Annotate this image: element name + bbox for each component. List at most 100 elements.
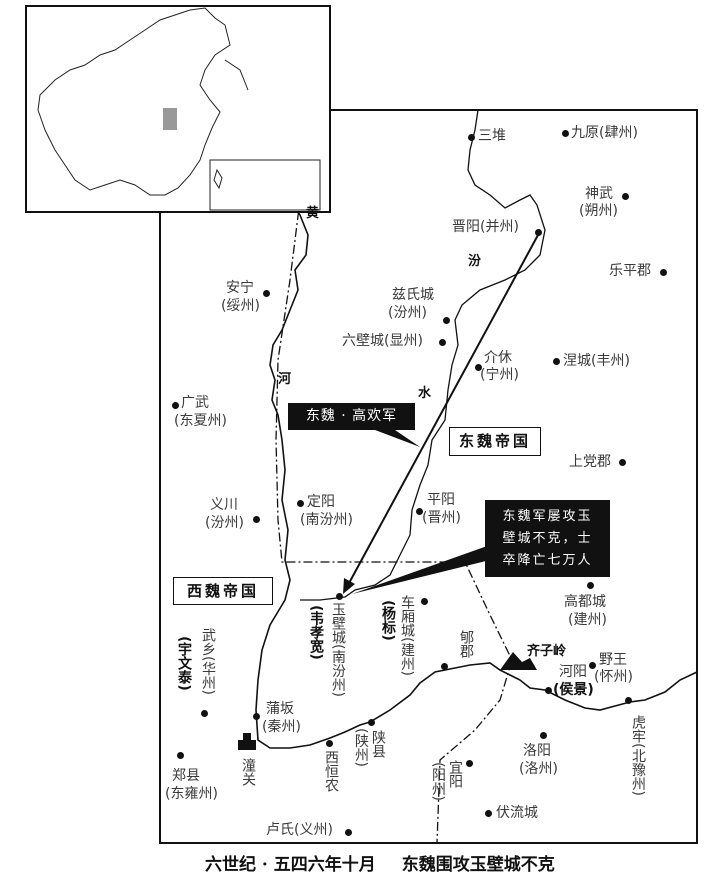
attack-arrow (347, 234, 539, 586)
place-yewang: 野王 (599, 652, 627, 668)
place-shangdang: 上党郡 (569, 454, 611, 470)
place-heyang: 河阳 (559, 664, 587, 680)
city-dot (421, 598, 428, 605)
place-jiexiu: 介休 (484, 350, 512, 366)
city-dot (336, 593, 343, 600)
place-anning-alt: (绥州) (221, 298, 260, 314)
city-dot (619, 459, 626, 466)
inset-south-sea-box (209, 159, 321, 211)
place-sandui: 三堆 (478, 128, 506, 144)
mountain-icon (500, 652, 537, 670)
army-callout-pointer (375, 430, 420, 447)
city-dot (660, 269, 667, 276)
place-gaodu-alt: (建州) (568, 612, 607, 628)
city-dot (416, 508, 423, 515)
place-cishi-alt: (汾州) (388, 305, 427, 321)
city-dot (468, 134, 475, 141)
city-dot (253, 713, 260, 720)
city-dot (345, 829, 352, 836)
caption-date: 六世纪 · 五四六年十月 (205, 855, 376, 875)
city-dot (441, 663, 448, 670)
river-label-fen: 汾 (468, 254, 482, 269)
inset-coast (224, 59, 249, 91)
place-luoyang: 洛阳 (523, 743, 551, 759)
commander-hou-jing: (侯景) (553, 682, 594, 698)
place-puban: 蒲坂 (266, 701, 294, 717)
place-fuliu: 伏流城 (496, 805, 538, 821)
yellow-river (255, 109, 698, 749)
city-dot (326, 740, 333, 747)
inset-taiwan (213, 168, 223, 190)
commander-yuwen-tai: (宇文泰) (176, 636, 192, 691)
place-wuxiang: 武乡(华州) (200, 628, 216, 695)
city-dot (535, 229, 542, 236)
place-shanxian: 陕县 (370, 730, 386, 758)
place-leping: 乐平郡 (609, 263, 651, 279)
city-dot (263, 290, 270, 297)
place-luoyang-alt: (洛州) (519, 761, 558, 777)
place-hulao: 虎牢(北豫州) (630, 715, 646, 796)
inset-china-outline (37, 7, 231, 196)
place-jiuyuan: 九原(肆州) (571, 125, 638, 141)
border-line (275, 109, 513, 844)
city-dot (466, 760, 473, 767)
caption-title: 东魏围攻玉壁城不克 (401, 855, 555, 875)
region-label-east-wei: 东魏帝国 (449, 427, 541, 456)
note-line: 壁城不克，士 (502, 531, 593, 546)
place-pingyang-alt: (晋州) (422, 510, 461, 526)
place-niecheng: 涅城(丰州) (563, 353, 630, 369)
place-dingyang-alt: (南汾州) (300, 512, 353, 528)
place-lushi: 卢氏(义州) (266, 822, 333, 838)
city-dot (439, 339, 446, 346)
river-label-he: 河 (278, 372, 292, 387)
place-zhengxian-alt: (东雍州) (165, 786, 218, 802)
city-dot (177, 752, 184, 759)
region-label-west-wei: 西魏帝国 (173, 577, 273, 605)
place-anning: 安宁 (226, 280, 254, 296)
commander-yang-biao: (杨标) (380, 600, 396, 641)
place-cishi: 兹氏城 (392, 287, 434, 303)
place-jinyang: 晋阳(并州) (452, 219, 519, 235)
city-dot (172, 402, 179, 409)
city-dot (545, 687, 552, 694)
place-yubi: 玉壁城(南汾州) (330, 602, 346, 697)
place-liubi: 六壁城(显州) (342, 333, 423, 349)
city-dot (622, 193, 629, 200)
fen-river (300, 109, 546, 601)
place-yewang-alt: (怀州) (594, 669, 633, 685)
inset-highlight-area (163, 108, 177, 130)
note-line: 东魏军屡攻玉 (502, 509, 593, 524)
place-shanxian-alt: (陕州) (353, 728, 369, 767)
place-xihengnong: 西恒农 (323, 750, 339, 792)
place-jiexiu-alt: (宁州) (480, 367, 519, 383)
city-dot (562, 130, 569, 137)
commander-wei-xiaokuan: (韦孝宽) (308, 605, 324, 660)
city-dot (475, 364, 482, 371)
place-zhengxian: 郑县 (172, 768, 200, 784)
place-dingyang: 定阳 (307, 494, 335, 510)
army-callout: 东魏 · 高欢军 (288, 403, 415, 430)
city-dot (253, 516, 260, 523)
city-dot (485, 810, 492, 817)
place-shenwu: 神武 (585, 186, 613, 202)
map-caption: 六世纪 · 五四六年十月 东魏围攻玉壁城不克 (205, 850, 555, 875)
city-dot (587, 582, 594, 589)
place-yichuan: 义川 (210, 497, 238, 513)
city-dot (297, 500, 304, 507)
place-puban-alt: (秦州) (262, 719, 301, 735)
arrowhead-icon (343, 578, 355, 594)
inset-map-frame (25, 5, 331, 213)
place-shenwu-alt: (朔州) (579, 203, 618, 219)
place-gaodu: 高都城 (564, 594, 606, 610)
place-yiyang: 宜阳 (447, 760, 463, 788)
place-chexiang: 车厢城(建州) (399, 595, 415, 676)
place-guangwu: 广武 (181, 395, 209, 411)
city-dot (201, 710, 208, 717)
map-frame (159, 109, 698, 844)
place-guangwu-alt: (东夏州) (174, 413, 227, 429)
city-dot (540, 732, 547, 739)
city-dot (625, 697, 632, 704)
river-label-shui: 水 (418, 386, 432, 401)
